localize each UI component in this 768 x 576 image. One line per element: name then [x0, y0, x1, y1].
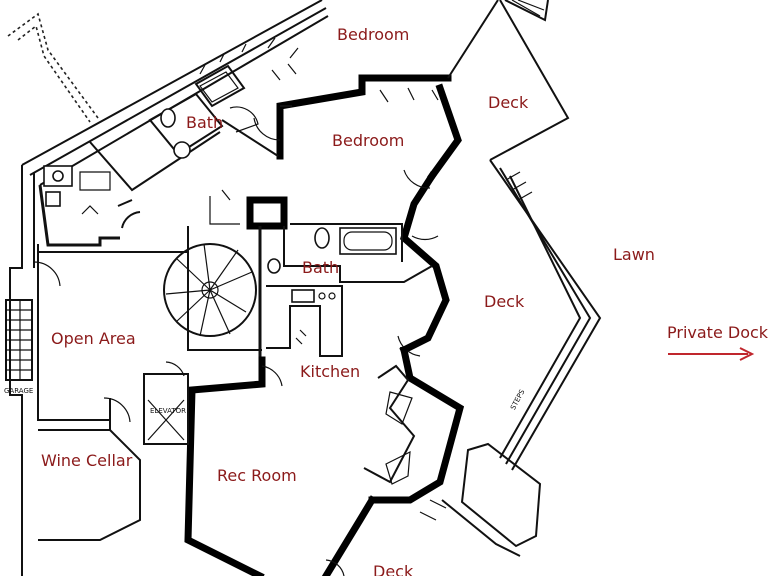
label-kitchen: Kitchen: [300, 362, 361, 381]
central-bath: [209, 189, 433, 283]
east-deck-rails: [489, 159, 602, 471]
hot-tub: [419, 442, 542, 557]
label-deck-top: Deck: [488, 93, 529, 112]
kitchen: [266, 285, 343, 357]
bar-counter: [363, 345, 465, 504]
label-wine-cellar: Wine Cellar: [41, 451, 133, 470]
west-stair: [5, 299, 33, 381]
label-garage: GARAGE: [4, 387, 34, 395]
west-exterior-wall: [9, 165, 188, 576]
rec-room-walls: [184, 356, 377, 576]
label-private-dock: Private Dock: [667, 323, 768, 342]
bedroom-walls: [221, 74, 462, 181]
label-rec-room: Rec Room: [217, 466, 297, 485]
label-bedroom-top: Bedroom: [337, 25, 410, 44]
spiral-stair: [163, 226, 262, 360]
label-elevator: ELEVATOR: [150, 407, 186, 415]
label-bath-center: Bath: [302, 258, 340, 277]
upper-deck-rails: [447, 0, 570, 161]
east-bold-walls: [397, 169, 450, 357]
arrow-right-icon: [668, 347, 755, 361]
lower-west-rooms: [33, 199, 189, 541]
label-bath-left: Bath: [186, 113, 224, 132]
upper-bath-block: [38, 64, 259, 247]
label-lawn: Lawn: [613, 245, 655, 264]
label-deck-right: Deck: [484, 292, 525, 311]
retaining-wall: [7, 12, 99, 123]
label-open-area: Open Area: [51, 329, 136, 348]
label-bedroom-mid: Bedroom: [332, 131, 405, 150]
label-deck-bottom: Deck: [373, 562, 414, 576]
